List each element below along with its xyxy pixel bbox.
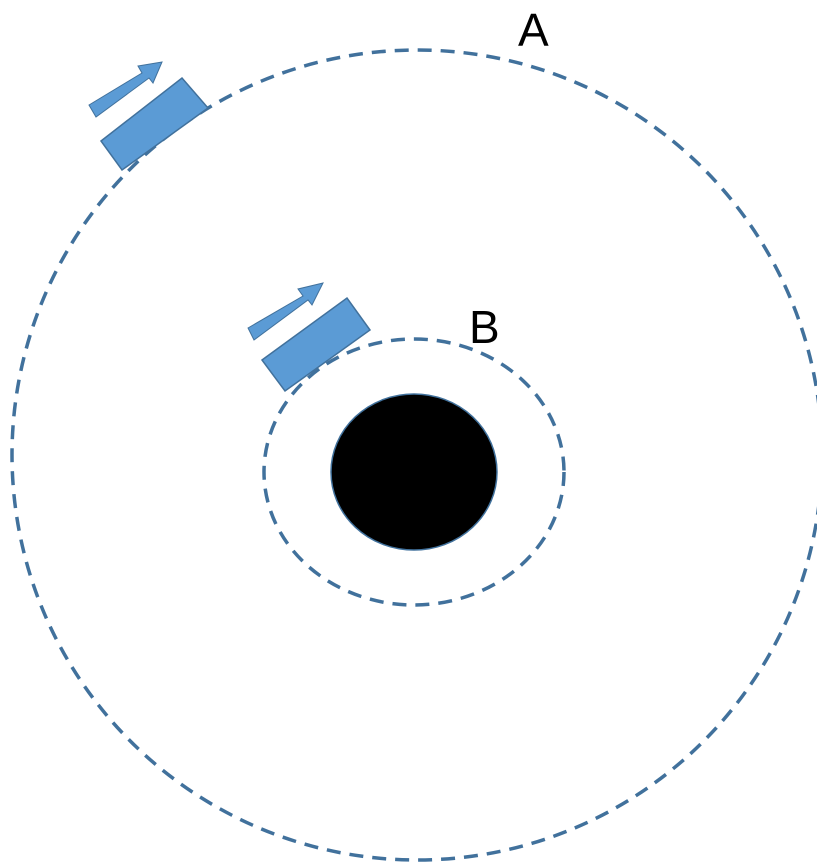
outer-orbit-path — [10, 48, 817, 862]
satellite-outer-orbit — [88, 61, 210, 172]
satellite-inner-orbit — [247, 282, 372, 393]
central-body — [330, 393, 498, 551]
inner-orbit-path — [262, 337, 566, 607]
satellite-icon — [260, 296, 372, 393]
inner-orbit-label: B — [469, 301, 500, 353]
arrow-right-icon — [247, 282, 324, 341]
arrow-right-icon — [88, 61, 163, 118]
satellite-icon — [99, 76, 210, 172]
outer-orbit-label: A — [518, 4, 549, 56]
